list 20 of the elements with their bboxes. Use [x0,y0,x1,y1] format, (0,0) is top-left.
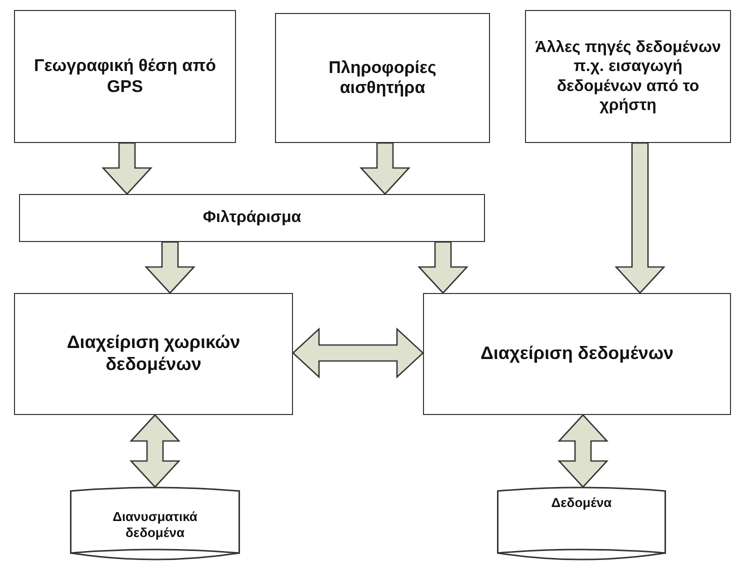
process-box [14,10,236,143]
block-arrow [360,142,410,195]
process-box [275,13,490,143]
process-box [14,293,293,415]
node-label: Διαχείριση δεδομένων [480,343,674,365]
process-box [423,293,731,415]
node-label: Άλλες πηγές δεδομένων π.χ. εισαγωγή δεδομένων από το χρήστη [534,38,722,115]
process-box [19,194,485,242]
block-arrow [144,241,196,294]
node-label: Πληροφορίες αισθητήρα [328,58,438,98]
double-block-arrow [130,414,180,488]
double-block-arrow [292,328,424,378]
block-arrow [614,142,666,294]
process-box [525,10,731,143]
node-label: Φιλτράρισμα [202,208,302,228]
double-block-arrow [558,414,608,488]
node-label: Γεωγραφική θέση από GPS [33,56,217,97]
node-label: Διαχείριση χωρικών δεδομένων [66,332,242,376]
block-arrow [418,241,468,294]
block-arrow [102,142,152,195]
